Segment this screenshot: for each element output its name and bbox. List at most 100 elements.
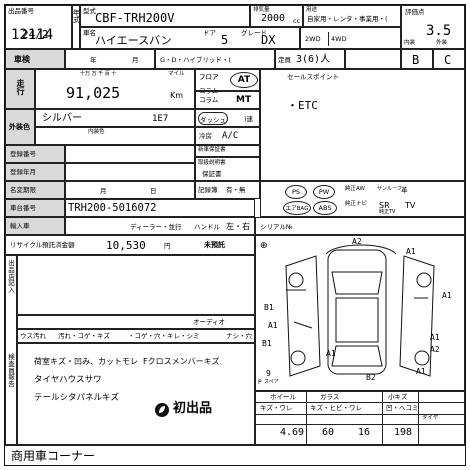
sales-point-cell: セールスポイント ・ETC	[260, 69, 465, 181]
mark-b1-left: B1	[264, 303, 274, 312]
tyre-table: ホイール ガラス 小キズ キズ・ワレ キズ・ヒビ・ワレ 凹・ヘコミ タイヤ 4.…	[255, 391, 466, 446]
record-label: 記録簿	[198, 186, 218, 194]
footer-title: 商用車コーナー	[11, 449, 96, 463]
pw-circle: PW	[313, 185, 335, 199]
mileage-label-cell: 走行	[5, 69, 35, 109]
mark-p: P	[258, 379, 262, 386]
shaken-cell: 車検	[5, 49, 65, 69]
shaken-month-unit: 月	[132, 56, 139, 64]
airbag-circle: エアBAG	[283, 201, 311, 215]
wheel-value: キズ・ワレ	[260, 404, 293, 412]
lot-label: 出品番号	[8, 7, 34, 15]
doors: 5	[221, 33, 229, 47]
audio-options: ナシ・穴	[226, 332, 252, 340]
exterior-label: 外装	[436, 40, 448, 46]
handle-value: 左・右	[226, 222, 250, 231]
dent-value: 凹・ヘコミ	[386, 404, 419, 412]
dirt-options-2: ・コゲ・穴・キレ・シミ	[128, 332, 200, 340]
spare-label: スペア	[264, 379, 279, 385]
genuine-aw-label: 純正AW	[345, 186, 365, 192]
interior-color-label: 内装色	[88, 129, 105, 135]
aircon-cell: 冷房 A/C	[195, 127, 260, 145]
manual-label: 取扱説明書	[198, 160, 226, 166]
tyre-size-3: 16	[358, 427, 371, 438]
color-label-cell: 外装色	[5, 109, 35, 145]
lot-cell: 出品番号 12114	[5, 5, 72, 49]
usage-cell: 用途 自家用・レンタ・事業用・(	[303, 5, 401, 27]
interior-color-cell: 内装色	[35, 127, 195, 145]
color-cell: シルバー 1E7	[35, 109, 195, 127]
fuel-options: G・D・ハイブリッド・(	[160, 56, 231, 64]
import-label: 輸入車	[10, 222, 30, 230]
report-line-3: テールシタパネルキズ	[34, 393, 120, 403]
interior-grade-cell: 内装 B	[401, 40, 433, 69]
mileage-unit: Km	[170, 91, 184, 100]
mark-b1-left-2: B1	[262, 339, 272, 348]
new-car-warranty-label: 新車保証書	[198, 147, 226, 153]
auction-sheet: 出品番号 12114 年式 型式 CBF-TRH200V 排気量 2000 cc…	[4, 4, 466, 466]
genuine-navi-label: 純正ナビ	[345, 201, 368, 207]
glass-value: キズ・ヒビ・ワレ	[310, 404, 362, 412]
tv-label: TV	[405, 201, 416, 210]
mileage-unit-label: マイル	[168, 71, 185, 77]
dealer-label: ディーラー・並行	[130, 223, 182, 231]
fuel-cell: G・D・ハイブリッド・(	[155, 49, 275, 69]
car-name-label: 車名	[83, 29, 96, 37]
warranty-label: 保証書	[202, 170, 222, 178]
mileage-scale: 十万 万 千 百 十	[80, 71, 117, 77]
lot-number: 12114	[11, 27, 54, 43]
recycle-label: リサイクル預託済金額	[10, 241, 75, 249]
car-name: ハイエースバン	[95, 34, 172, 47]
exterior-grade: C	[444, 53, 452, 67]
mark-a2-top: A2	[352, 237, 362, 246]
dirt-options: 汚れ・コゲ・キズ	[58, 332, 110, 340]
mark-9: 9	[266, 369, 271, 378]
expiry-month-label: 月	[100, 187, 107, 195]
displacement: 2000	[261, 13, 286, 24]
wheel-label: ホイール	[270, 393, 296, 401]
score-label: 評価点	[405, 8, 425, 16]
capacity: 3(6)人	[296, 54, 331, 65]
side-label: 出品店記入	[8, 259, 15, 295]
grade-label: グレード	[241, 29, 267, 37]
capacity-label: 定員	[278, 56, 291, 64]
mileage-value: 91,025	[66, 84, 121, 102]
grade: DX	[261, 33, 276, 47]
yen-label: 円	[164, 242, 171, 250]
shaken-label: 車検	[14, 55, 30, 64]
audio-label: オーディオ	[193, 318, 226, 326]
floor-label: フロア	[199, 73, 219, 81]
inspector-notes: 荷室キズ・凹み、カットモレ Fクロスメンバーキズ タイヤハウスサワ テールシタパ…	[17, 343, 255, 445]
model-code-cell: 型式 CBF-TRH200V	[80, 5, 250, 27]
abs-circle: ABS	[313, 201, 337, 215]
serial-label: シリアル№	[260, 223, 293, 231]
genuine-tv-label: 純正TV	[379, 209, 396, 215]
interior-label: 内装	[404, 40, 416, 46]
color-label: 外装色	[9, 123, 30, 131]
tyre-label: タイヤ	[422, 415, 439, 421]
seller-notes	[17, 255, 255, 315]
footer: 商用車コーナー	[5, 445, 465, 465]
cc-label: 排気量	[253, 7, 270, 13]
first-listing-stamp: 初出品	[154, 400, 234, 420]
shaken-year-unit: 年	[90, 56, 97, 64]
inspector-label: 検査員報告	[8, 353, 15, 389]
tyre-size-2: 60	[322, 427, 335, 438]
glass-label: ガラス	[320, 393, 340, 401]
report-line-2: タイヤハウスサワ	[34, 375, 102, 385]
sales-point-label: セールスポイント	[287, 73, 339, 81]
mark-b2-rear: B2	[366, 373, 376, 382]
mt-value: MT	[236, 95, 252, 105]
usage-options: 自家用・レンタ・事業用・(	[307, 15, 388, 23]
chassis-value: TRH200-5016072	[68, 202, 157, 214]
unpaid-label: 未預託	[204, 241, 225, 249]
handle-label: ハンドル	[194, 223, 220, 231]
car-outline	[285, 244, 435, 377]
wash-label: ウス汚れ	[20, 332, 46, 340]
report-line-1: 荷室キズ・凹み、カットモレ Fクロスメンバーキズ	[34, 357, 220, 366]
mark-a1-rear: A1	[326, 349, 336, 358]
mark-a1-rear-right: A1	[416, 367, 426, 376]
model-code: CBF-TRH200V	[95, 11, 175, 25]
drive-2wd: 2WD	[305, 35, 321, 43]
sales-point-text: ・ETC	[287, 99, 318, 112]
